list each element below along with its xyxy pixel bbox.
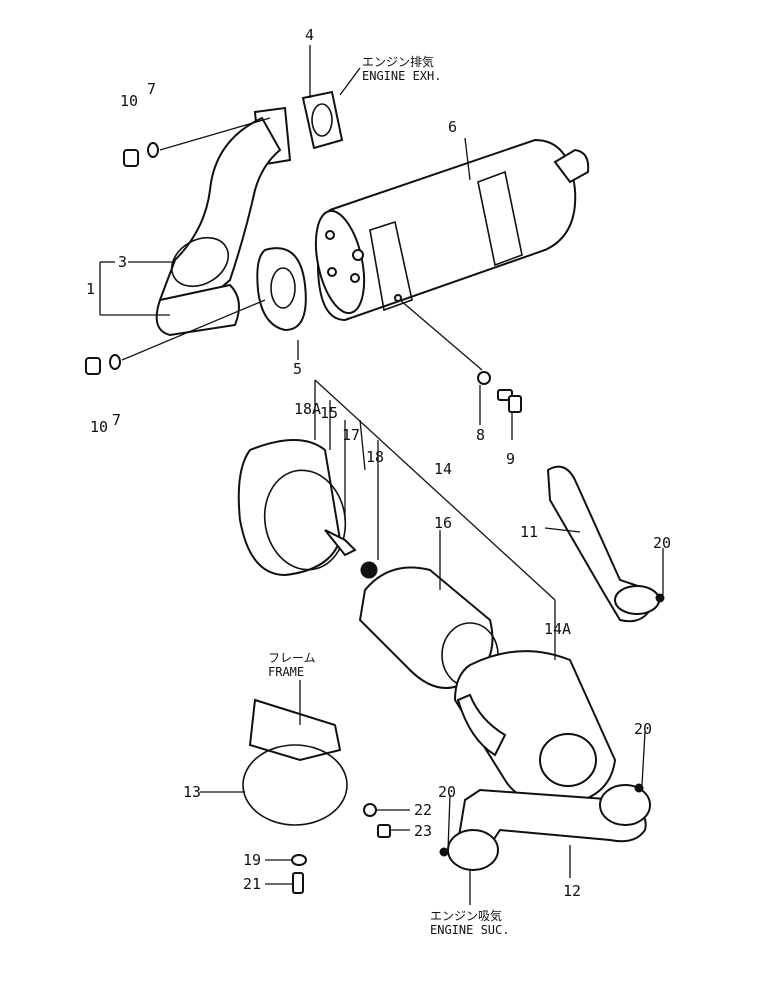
- callout-20-left: 20: [438, 783, 456, 801]
- callout-19: 19: [243, 851, 261, 869]
- nut-10-top: [123, 149, 139, 167]
- callout-7-bottom: 7: [112, 411, 121, 429]
- callout-16: 16: [434, 514, 452, 532]
- washer-7-top: [147, 142, 159, 158]
- callout-21: 21: [243, 875, 261, 893]
- callout-4: 4: [305, 26, 314, 44]
- washer-19: [291, 854, 307, 866]
- callout-18a: 18A: [294, 400, 321, 418]
- callout-14: 14: [434, 460, 452, 478]
- band-13: [242, 698, 377, 826]
- note-engine-suc-en: ENGINE SUC.: [430, 923, 509, 937]
- callout-12: 12: [563, 882, 581, 900]
- callout-8: 8: [476, 426, 485, 444]
- pipe-12: [439, 783, 651, 871]
- callout-14a: 14A: [544, 620, 571, 638]
- note-engine-exh-jp: エンジン排気: [362, 54, 434, 69]
- wing-nut-17: [324, 529, 357, 557]
- callout-10-top: 10: [120, 92, 138, 110]
- callout-5: 5: [293, 360, 302, 378]
- callout-18: 18: [366, 448, 384, 466]
- washer-8: [477, 371, 491, 385]
- callout-15: 15: [320, 404, 338, 422]
- note-frame-en: FRAME: [268, 665, 304, 679]
- callout-6: 6: [448, 118, 457, 136]
- nut-23: [377, 824, 391, 838]
- pipe-11: [546, 465, 665, 623]
- note-frame-jp: フレーム: [268, 651, 316, 665]
- callout-20-right: 20: [653, 534, 671, 552]
- nut-18: [360, 561, 378, 579]
- callout-3: 3: [118, 253, 127, 271]
- callout-23: 23: [414, 822, 432, 840]
- callout-22: 22: [414, 801, 432, 819]
- callout-9: 9: [506, 450, 515, 468]
- leader-lines: [99, 45, 664, 905]
- note-engine-suc-jp: エンジン吸気: [430, 908, 502, 923]
- bolt-9: [497, 389, 522, 413]
- muffler: [314, 138, 590, 322]
- gasket-5: [256, 247, 307, 332]
- bolt-21: [292, 872, 304, 894]
- exhaust-pipe: [155, 106, 292, 337]
- cleaner-body-14a: [453, 650, 617, 807]
- callout-1: 1: [86, 280, 95, 298]
- washer-7-bottom: [109, 354, 121, 370]
- callout-20-mid: 20: [634, 720, 652, 738]
- nut-10-bottom: [85, 357, 101, 375]
- callout-7-top: 7: [147, 80, 156, 98]
- cleaner-cover-18a: [237, 439, 347, 577]
- callout-17: 17: [342, 426, 360, 444]
- callout-13: 13: [183, 783, 201, 801]
- note-engine-exh-en: ENGINE EXH.: [362, 69, 441, 83]
- gasket-4: [301, 90, 344, 150]
- callout-10-bottom: 10: [90, 418, 108, 436]
- callout-11: 11: [520, 523, 538, 541]
